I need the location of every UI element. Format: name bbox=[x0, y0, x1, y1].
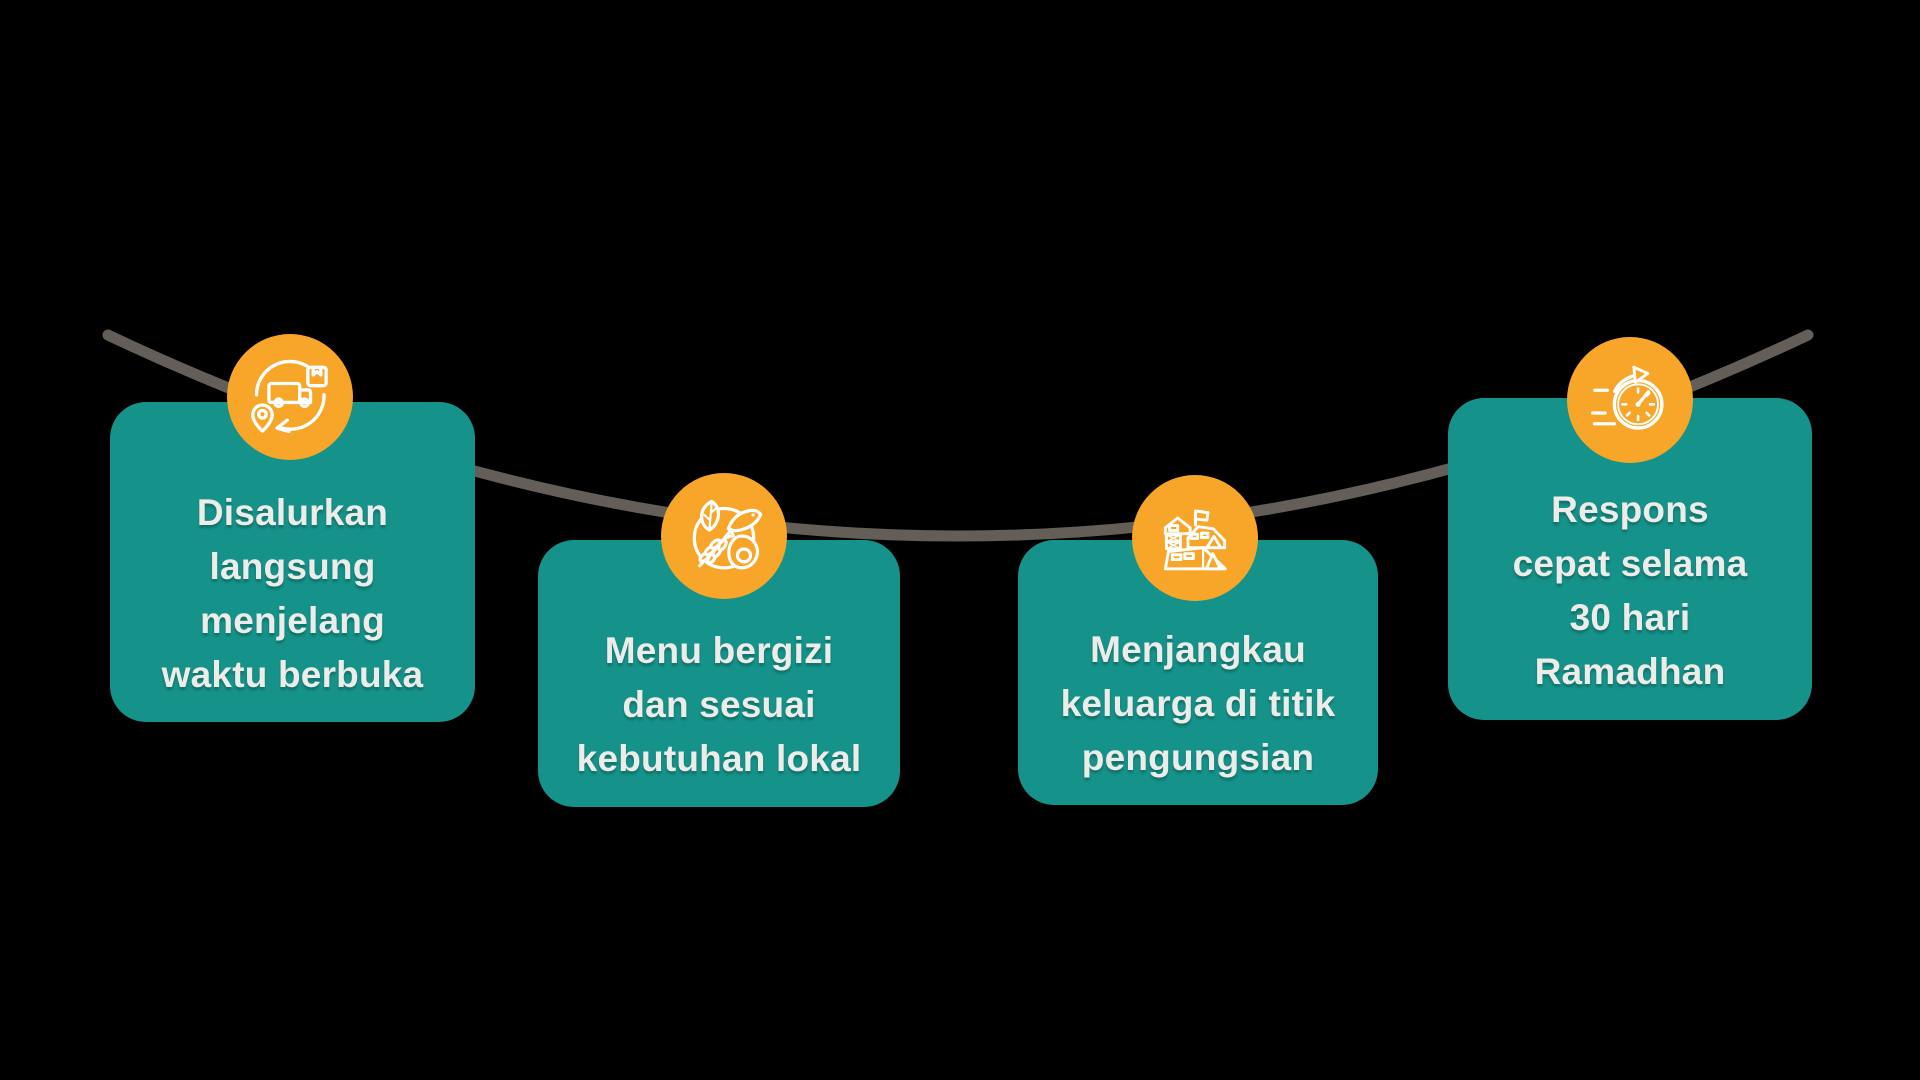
delivery-cycle-icon bbox=[227, 334, 353, 460]
fast-timer-icon bbox=[1567, 337, 1693, 463]
camp-tents-icon bbox=[1132, 475, 1258, 601]
nutrition-plate-icon bbox=[661, 473, 787, 599]
